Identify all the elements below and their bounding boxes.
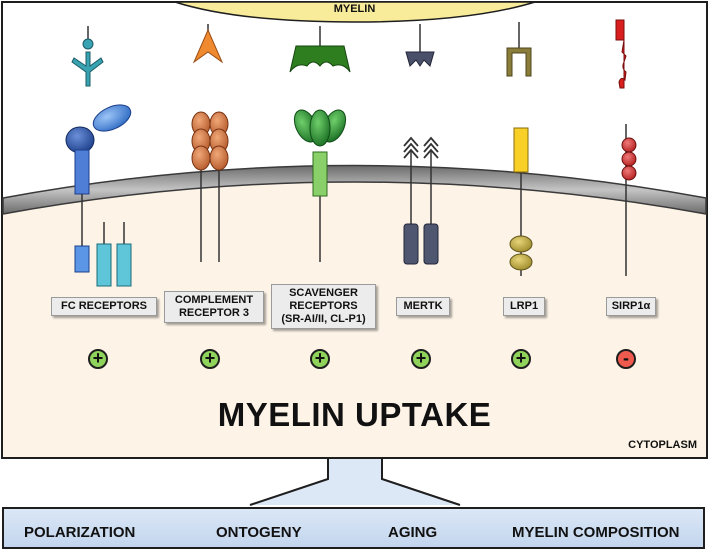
lrp1-receptor-icon — [509, 127, 533, 276]
complement-positive-effect-icon: + — [200, 349, 220, 369]
factor-ontogeny: ONTOGENY — [216, 524, 302, 541]
lrp1-ligand-icon — [506, 22, 532, 77]
complement-receptor-label: COMPLEMENT RECEPTOR 3 — [164, 291, 264, 323]
factor-aging: AGING — [388, 524, 438, 541]
scavenger-receptors-label: SCAVENGER RECEPTORS (SR-AI/II, CL-P1) — [271, 284, 376, 329]
lrp1-label: LRP1 — [503, 297, 545, 316]
fc-positive-effect-icon: + — [88, 349, 108, 369]
complement-receptor-icon — [191, 111, 229, 262]
mertk-positive-effect-icon: + — [411, 349, 431, 369]
scavenger-ligand-icon — [289, 26, 351, 73]
sirp-receptor-icon — [621, 124, 637, 276]
sirp-negative-effect-icon: - — [616, 349, 636, 369]
mertk-ligand-icon — [405, 24, 435, 67]
cytoplasm-label: CYTOPLASM — [628, 439, 697, 451]
myelin-uptake-title: MYELIN UPTAKE — [217, 396, 492, 433]
complement-ligand-icon — [192, 24, 224, 64]
lrp1-positive-effect-icon: + — [511, 349, 531, 369]
fc-receptors-label: FC RECEPTORS — [51, 297, 157, 316]
scavenger-positive-effect-icon: + — [310, 349, 330, 369]
cell-membrane — [2, 164, 707, 215]
mertk-receptor-icon — [403, 136, 439, 265]
factor-myelin-composition: MYELIN COMPOSITION — [512, 524, 680, 541]
factor-polarization: POLARIZATION — [24, 524, 136, 541]
sirp-ligand-icon — [615, 19, 627, 89]
scavenger-receptor-icon — [293, 109, 347, 262]
fc-ligand-icon — [71, 26, 104, 87]
myelin-layer — [174, 1, 536, 23]
fc-receptor-icon — [65, 104, 132, 287]
influence-arrow — [249, 457, 461, 506]
modulating-factors-bar: POLARIZATION ONTOGENY AGING MYELIN COMPO… — [2, 507, 705, 549]
sirp1a-label: SIRP1α — [606, 297, 656, 316]
myelin-label: MYELIN — [333, 3, 376, 15]
mertk-label: MERTK — [396, 297, 450, 316]
